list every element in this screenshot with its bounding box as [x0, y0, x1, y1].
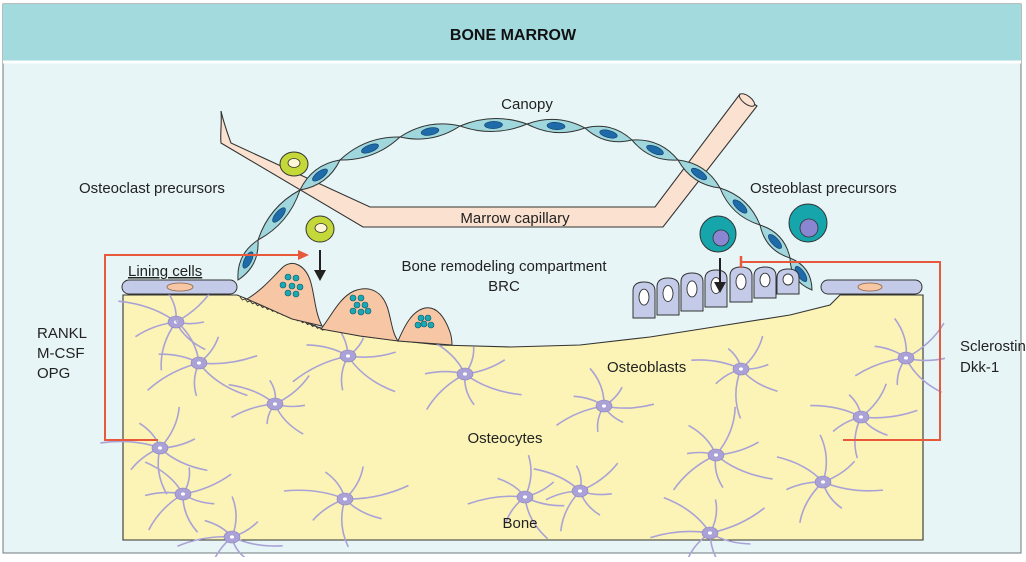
granule	[425, 315, 431, 321]
granule	[285, 290, 291, 296]
granule	[289, 283, 295, 289]
osteoclast-precursor-1	[280, 152, 308, 176]
osteoblast	[657, 278, 679, 315]
canopy-cell-nucleus	[484, 121, 502, 129]
granule	[297, 284, 303, 290]
granule	[358, 309, 364, 315]
canopy-label: Canopy	[501, 96, 553, 113]
marrow-capillary-label: Marrow capillary	[460, 210, 570, 227]
granule	[285, 274, 291, 280]
signal-dkk1: Dkk-1	[960, 359, 999, 376]
granule	[354, 302, 360, 308]
bone-label: Bone	[502, 515, 537, 532]
granule	[415, 322, 421, 328]
osteoblast-precursors-label: Osteoblast precursors	[750, 180, 897, 197]
granule	[358, 295, 364, 301]
osteoblast	[705, 270, 727, 307]
granule	[350, 295, 356, 301]
osteoblast-precursor-2	[789, 204, 827, 242]
granule	[428, 322, 434, 328]
osteoclast-precursors-label: Osteoclast precursors	[79, 180, 225, 197]
osteoblast	[754, 267, 776, 298]
osteoblast	[777, 269, 799, 294]
signal-sclerostin: Sclerostin	[960, 338, 1026, 355]
signal-rankl: RANKL	[37, 325, 87, 342]
signal-opg: OPG	[37, 365, 70, 382]
signal-mcsf: M-CSF	[37, 345, 85, 362]
osteoblasts-label: Osteoblasts	[607, 359, 686, 376]
granule	[293, 275, 299, 281]
lining-cell-left	[122, 280, 237, 294]
granule	[293, 291, 299, 297]
compartment-abbrev-label: BRC	[488, 278, 520, 295]
osteoblast	[730, 267, 752, 302]
lining-cells-label: Lining cells	[128, 263, 202, 280]
granule	[350, 308, 356, 314]
compartment-label: Bone remodeling compartment	[401, 258, 607, 275]
osteocytes-label: Osteocytes	[467, 430, 542, 447]
osteoblast	[681, 273, 703, 311]
osteoblast-precursor-1	[700, 216, 736, 252]
osteoblast	[633, 282, 655, 318]
granule	[365, 308, 371, 314]
header-title: BONE MARROW	[450, 27, 577, 44]
granule	[418, 315, 424, 321]
osteoclast-precursor-2	[306, 216, 334, 242]
lining-cell-right	[821, 280, 922, 294]
granule	[421, 321, 427, 327]
granule	[280, 282, 286, 288]
granule	[362, 302, 368, 308]
